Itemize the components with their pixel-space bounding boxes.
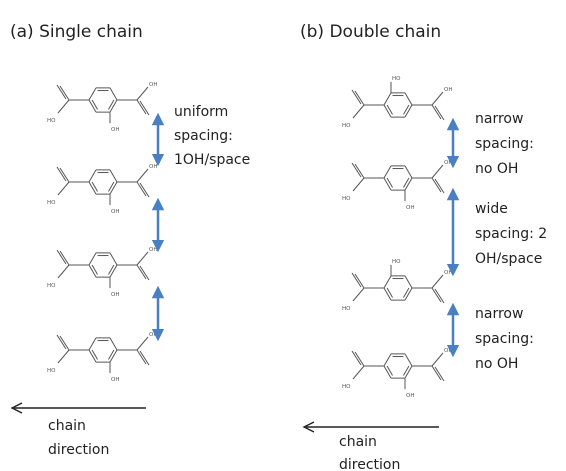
panel-a-annotation-line3: 1OH/space: [174, 152, 250, 168]
molecule-group: HO OH OH HO OH OH HO OH OH HO OH OH HO OH HO HO OH OH HO OH…: [47, 76, 452, 399]
molecule: HO OH OH: [47, 247, 157, 298]
molecule: HO OH OH: [47, 164, 157, 215]
atom-label: HO: [47, 118, 56, 124]
molecule: HO OH HO: [342, 76, 452, 129]
molecule: HO OH OH: [342, 160, 452, 211]
molecule: HO OH OH: [47, 332, 157, 383]
molecule: HO OH OH: [47, 82, 157, 133]
atom-label: HO: [47, 368, 56, 374]
panel-a-annotation-line2: spacing:: [174, 128, 233, 144]
atom-label: OH: [406, 393, 414, 399]
atom-label: OH: [444, 270, 452, 276]
atom-label: OH: [111, 127, 119, 133]
atom-label: OH: [149, 82, 157, 88]
panel-b-narrow1-line1: narrow: [475, 111, 523, 127]
panel-b-narrow1-line3: no OH: [475, 161, 518, 177]
molecule: HO OH OH: [342, 348, 452, 399]
panel-b-narrow2-line2: spacing:: [475, 331, 534, 347]
panel-a-title: (a) Single chain: [10, 22, 143, 42]
panel-a-direction-line1: chain: [48, 418, 86, 434]
atom-label: HO: [47, 283, 56, 289]
panel-b-wide-line1: wide: [475, 201, 508, 217]
atom-label: OH: [149, 164, 157, 170]
atom-label: OH: [111, 292, 119, 298]
atom-label: HO: [342, 384, 351, 390]
panel-b-wide-line2: spacing: 2: [475, 226, 547, 242]
atom-label: HO: [392, 76, 401, 82]
chain-direction-arrowhead-a: [10, 402, 23, 414]
panel-b-narrow2-line1: narrow: [475, 306, 523, 322]
atom-label: OH: [111, 377, 119, 383]
atom-label: OH: [111, 209, 119, 215]
panel-b-direction-line1: chain: [339, 434, 377, 450]
panel-b-title: (b) Double chain: [300, 22, 441, 42]
atom-label: HO: [342, 123, 351, 129]
molecule: HO OH HO: [342, 259, 452, 312]
atom-label: OH: [149, 332, 157, 338]
panel-a-direction-line2: direction: [48, 442, 109, 458]
panel-a-annotation-line1: uniform: [174, 104, 228, 120]
atom-label: OH: [444, 160, 452, 166]
atom-label: OH: [444, 87, 452, 93]
chain-direction-arrowhead-b: [302, 421, 315, 433]
atom-label: OH: [444, 348, 452, 354]
panel-b-direction-line2: direction: [339, 457, 400, 471]
atom-label: HO: [342, 306, 351, 312]
panel-b-narrow1-line2: spacing:: [475, 136, 534, 152]
panel-b-narrow2-line3: no OH: [475, 356, 518, 372]
atom-label: OH: [149, 247, 157, 253]
atom-label: HO: [342, 196, 351, 202]
atom-label: HO: [392, 259, 401, 265]
atom-label: OH: [406, 205, 414, 211]
atom-label: HO: [47, 200, 56, 206]
panel-b-wide-line3: OH/space: [475, 251, 542, 267]
